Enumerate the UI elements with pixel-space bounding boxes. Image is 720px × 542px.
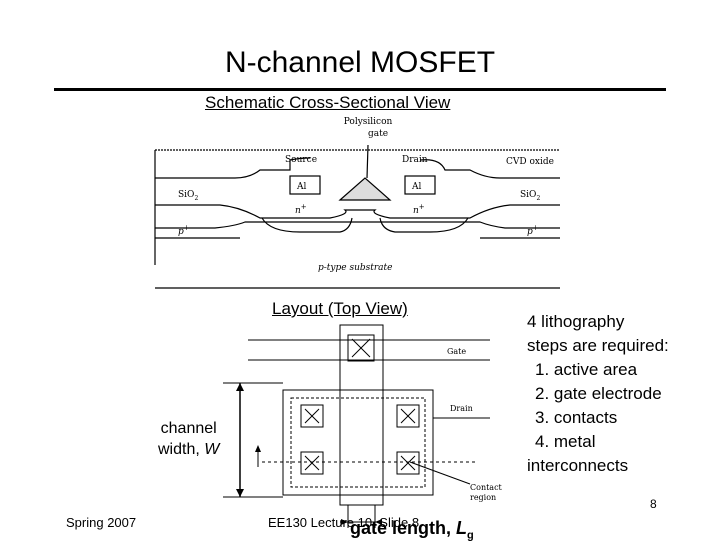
label-sio2-left: SiO2 [178, 190, 198, 202]
n-plus-source [261, 217, 353, 233]
label-al-source: Al [296, 182, 306, 192]
notes-step-1: 1. active area [535, 360, 638, 379]
label-drain: Drain [402, 155, 428, 165]
gate-contact [347, 334, 375, 362]
notes-line1: 4 lithography [527, 312, 625, 331]
gate-poly [339, 324, 384, 506]
notes-line2: steps are required: [527, 336, 669, 355]
gate-leader [366, 144, 369, 179]
label-al-drain: Al [411, 182, 421, 192]
layout-heading: Layout (Top View) [272, 299, 408, 318]
label-sio2-right: SiO2 [520, 190, 540, 202]
polysilicon-gate [338, 177, 392, 201]
channel-width-label: channel width, W [158, 418, 219, 460]
al-drain [404, 175, 436, 195]
label-layout-drain: Drain [450, 404, 473, 413]
label-polysilicon: Polysilicon [344, 117, 393, 127]
label-cvd-oxide: CVD oxide [506, 157, 554, 167]
drain-contact-2 [396, 451, 420, 475]
drain-contact-1 [396, 404, 420, 428]
substrate-surface [155, 221, 560, 229]
slide-title: N-channel MOSFET [224, 46, 496, 79]
channel-width-line2: width, W [158, 441, 220, 458]
cvd-oxide-left [155, 157, 311, 179]
source-contact-1 [300, 404, 324, 428]
label-n-plus-drain: n+ [413, 203, 425, 216]
active-area-inner [290, 397, 426, 488]
label-source: Source [285, 155, 317, 165]
lithography-notes: 4 lithography steps are required: 1. act… [527, 310, 669, 478]
label-layout-gate: Gate [447, 347, 466, 356]
n-plus-drain [379, 217, 469, 233]
cross-section-heading: Schematic Cross-Sectional View [205, 93, 451, 112]
footer-center: EE130 Lecture 10, Slide 8 [268, 515, 420, 530]
al-source [289, 175, 321, 195]
page-number: 8 [650, 497, 657, 511]
label-p-plus-right: p+ [527, 224, 539, 237]
active-area-outer [282, 389, 434, 496]
title-rule [54, 88, 666, 91]
cvd-oxide-right [419, 159, 560, 179]
oxide-surface [155, 204, 560, 219]
label-contact: Contact [470, 483, 503, 492]
label-region: region [470, 493, 496, 502]
notes-step-4: 4. metal [535, 432, 596, 451]
channel-width-line1: channel [160, 420, 217, 437]
notes-line-last: interconnects [527, 456, 629, 475]
label-substrate: p-type substrate [318, 263, 392, 273]
source-contact-2 [300, 451, 324, 475]
notes-step-2: 2. gate electrode [535, 384, 662, 403]
label-p-plus-left: p+ [178, 224, 190, 237]
footer-left: Spring 2007 [66, 515, 137, 530]
label-n-plus-source: n+ [295, 203, 307, 216]
gate-length-label: gate length, Lg [350, 518, 474, 542]
notes-step-3: 3. contacts [535, 408, 618, 427]
contact-leader [409, 461, 471, 485]
label-gate: gate [368, 129, 388, 139]
